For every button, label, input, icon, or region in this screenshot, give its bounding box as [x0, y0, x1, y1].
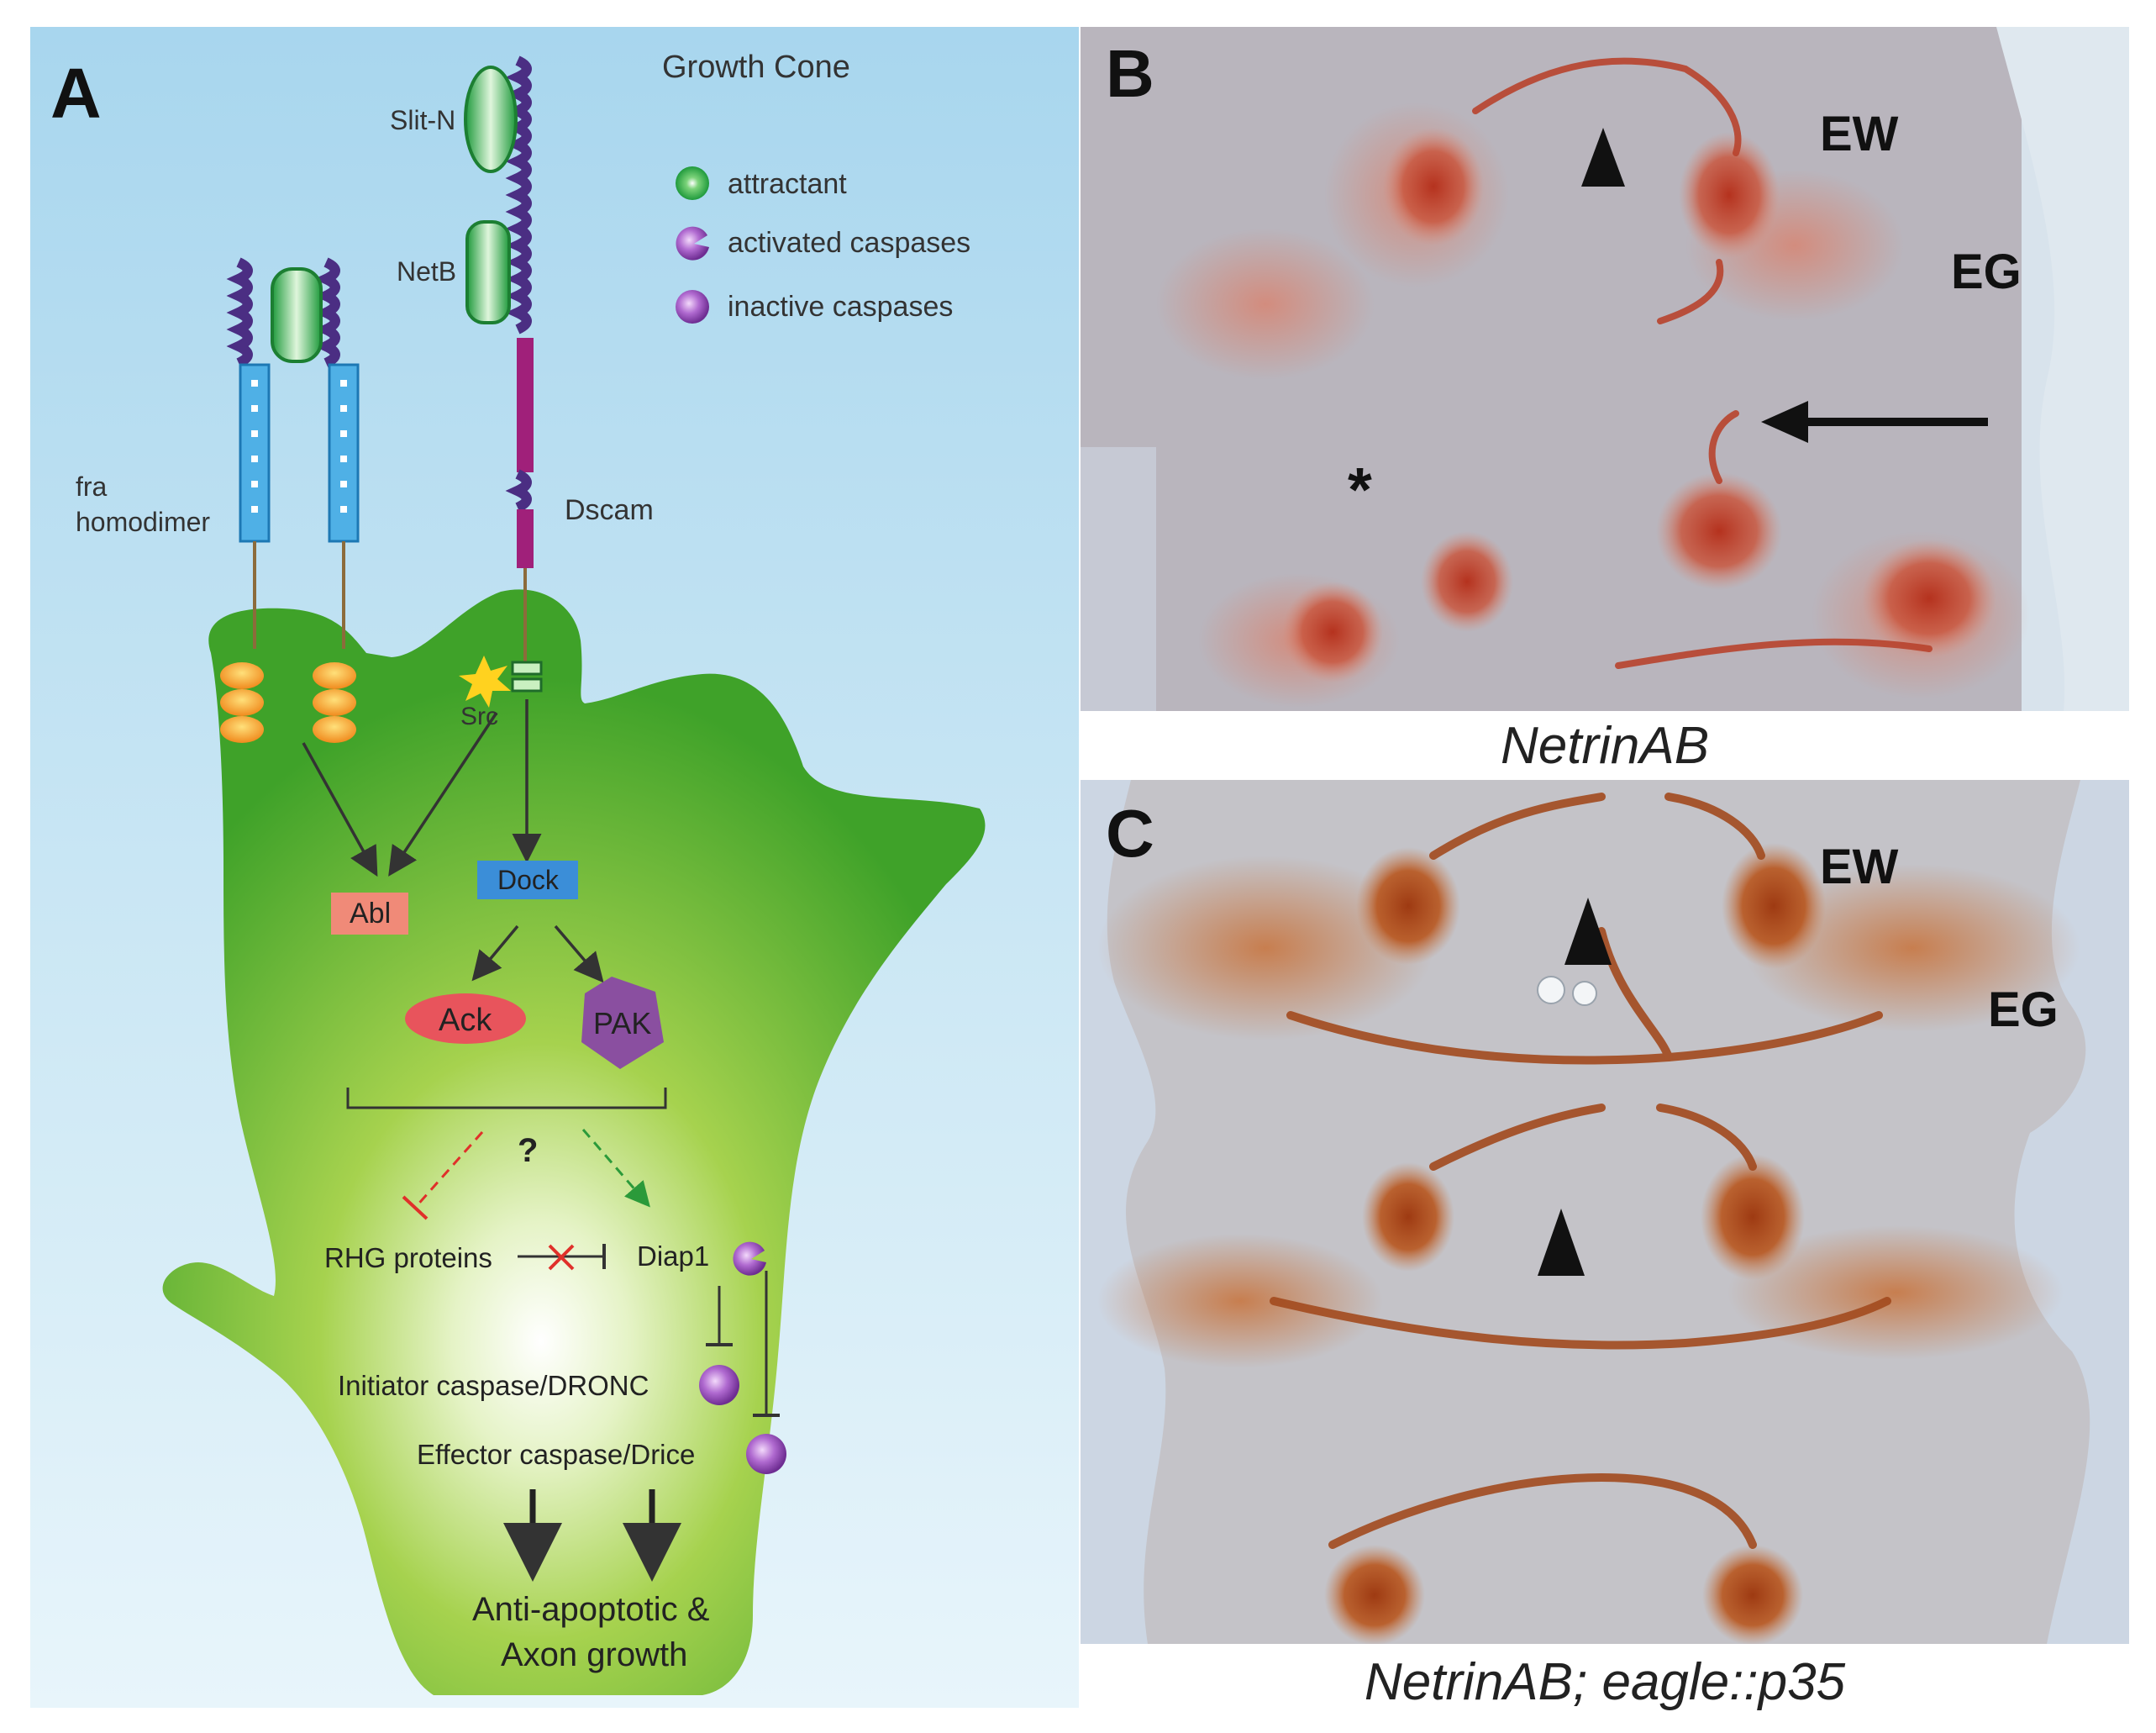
src-label: Src — [460, 703, 498, 730]
panel-c-letter: C — [1106, 796, 1154, 871]
cell-body — [1362, 1162, 1454, 1272]
attractant-icon — [676, 166, 709, 200]
bracket — [346, 1088, 667, 1109]
rhg-proteins-label: RHG proteins — [324, 1242, 492, 1273]
panel-a-diagram: A Growth Cone attractant activated caspa… — [30, 27, 1079, 1708]
diagram-title: Growth Cone — [662, 50, 850, 85]
ew-label: EW — [1820, 107, 1899, 161]
ig-domain-stack-icon — [226, 257, 253, 368]
diap1-caspase-icon — [733, 1241, 766, 1276]
cell-body — [1656, 472, 1782, 590]
ack-oval — [405, 993, 526, 1044]
cell-body — [1679, 132, 1780, 258]
arrowhead-marker — [1564, 898, 1612, 965]
effector-caspase-label: Effector caspase/Drice — [417, 1439, 695, 1470]
cell-body — [1421, 531, 1513, 632]
signaling-arrows — [302, 699, 604, 983]
slit-n-label: Slit-N — [390, 105, 455, 135]
legend-label-inactive-caspases: inactive caspases — [728, 291, 953, 323]
fra-homodimer-receptor — [220, 257, 360, 743]
pak-label: PAK — [593, 1006, 651, 1040]
cell-body — [1702, 1545, 1803, 1644]
cell-body — [1862, 540, 1996, 657]
drice-caspase-icon — [746, 1434, 786, 1474]
netb-ligand-icon — [465, 220, 511, 324]
src-star-icon — [459, 656, 511, 708]
legend-label-attractant: attractant — [728, 168, 847, 200]
panel-b-caption: NetrinAB — [1500, 717, 1710, 775]
fra-label: fra — [76, 471, 108, 502]
abl-label: Abl — [350, 898, 391, 930]
panel-a-letter: A — [50, 54, 102, 133]
netrin-attractant-icon — [271, 267, 323, 363]
rhg-inhibits-diap1 — [518, 1244, 606, 1271]
cell-body — [1722, 843, 1826, 969]
arrow-marker — [1761, 401, 1988, 443]
cell-body — [1701, 1154, 1805, 1280]
dock-label: Dock — [497, 865, 560, 895]
dscam-receptor — [464, 55, 543, 693]
cell-body — [1383, 128, 1484, 245]
activated-caspase-icon — [676, 226, 709, 261]
initiator-caspase-label: Initiator caspase/DRONC — [338, 1370, 649, 1401]
ack-label: Ack — [439, 1003, 492, 1038]
ew-label: EW — [1820, 840, 1899, 894]
diap1-label: Diap1 — [637, 1240, 709, 1272]
arrowhead-marker — [1538, 1209, 1585, 1276]
diap1-inhibits-caspases — [706, 1271, 780, 1417]
cell-body — [1356, 847, 1460, 965]
panel-b-micrograph: B EW EG * — [1081, 27, 2129, 711]
inhibition-dashed-arrow — [402, 1131, 484, 1220]
eg-label: EG — [1988, 982, 2059, 1037]
fra-intracellular-domain-icon — [220, 662, 356, 743]
panel-c-micrograph: C EW EG — [1081, 780, 2129, 1644]
cell-body — [1324, 1545, 1425, 1644]
homodimer-label: homodimer — [76, 507, 210, 537]
slit-n-ligand-icon — [464, 66, 518, 173]
panel-b-letter: B — [1106, 36, 1154, 111]
panel-c-caption: NetrinAB; eagle::p35 — [1364, 1653, 1846, 1711]
abl-box — [331, 893, 408, 935]
dronc-caspase-icon — [699, 1365, 739, 1405]
inactive-caspase-icon — [676, 290, 709, 324]
outcome-line-1: Anti-apoptotic & — [472, 1591, 710, 1628]
eg-label: EG — [1951, 245, 2022, 299]
outcome-line-2: Axon growth — [501, 1636, 687, 1673]
output-arrows — [503, 1489, 681, 1582]
dock-box — [477, 861, 578, 899]
legend-label-activated-caspases: activated caspases — [728, 227, 970, 259]
asterisk-marker: * — [1348, 455, 1372, 524]
question-mark: ? — [518, 1132, 538, 1169]
netb-label: NetB — [397, 256, 456, 287]
cell-body — [1282, 582, 1383, 682]
pak-hexagon — [581, 977, 664, 1069]
arrowhead-marker — [1581, 128, 1625, 187]
dscam-label: Dscam — [565, 494, 654, 526]
